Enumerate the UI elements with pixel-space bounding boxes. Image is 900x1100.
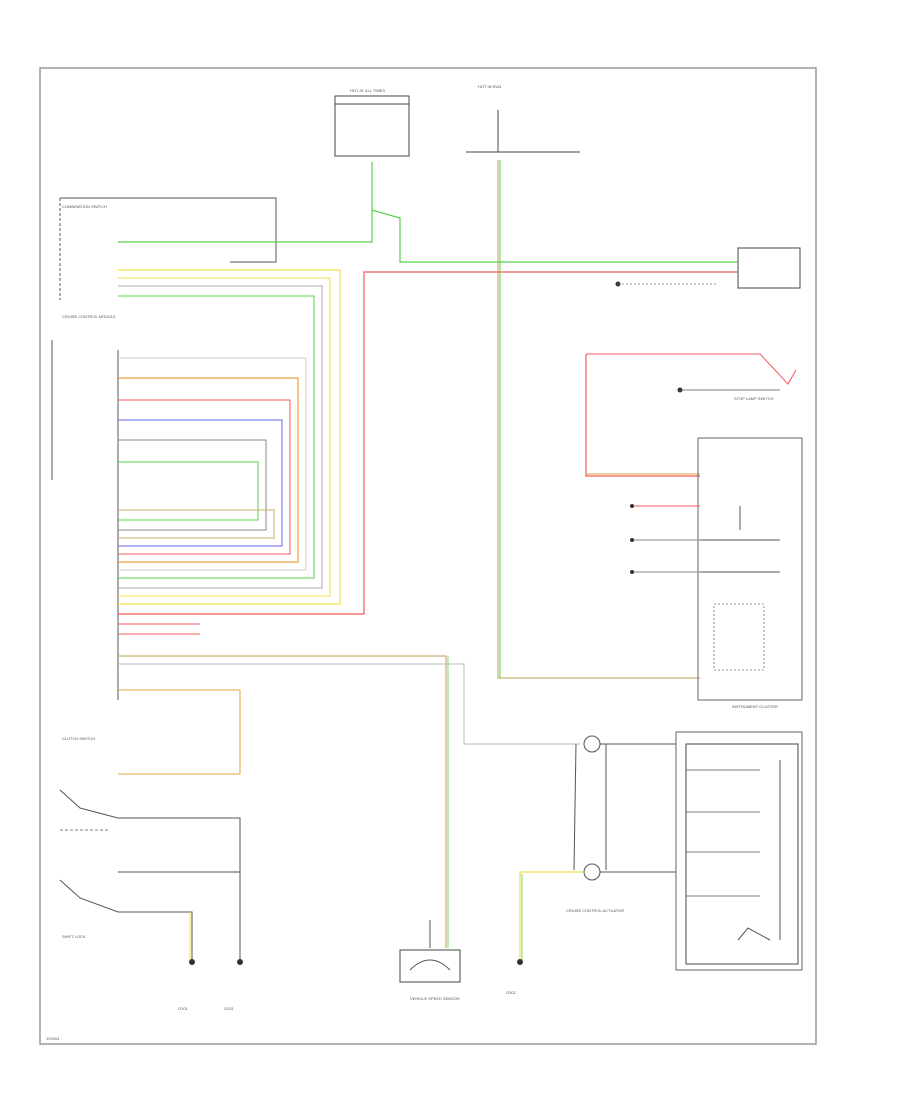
fuse-box-mid: HOT IN RUN	[466, 84, 580, 153]
fuse-box-left: HOT AT ALL TIMES	[334, 88, 410, 157]
ground-dot-upper	[615, 281, 716, 287]
stop-lamp-switch: STOP LAMP SWITCH	[585, 353, 797, 477]
wire-green-main	[118, 162, 716, 263]
actuator-motor-bottom: CRUISE CONTROL ACTUATOR	[517, 863, 676, 965]
actuator-motor-top	[573, 735, 676, 871]
wire-tan-2	[118, 509, 275, 539]
shift-lock-switch: SHIFT LOCK	[59, 879, 193, 960]
ground-g2-label: G201	[224, 1006, 235, 1011]
wire-green-3	[118, 461, 259, 521]
wire-yellow-2	[118, 277, 331, 597]
vehicle-speed-sensor: VEHICLE SPEED SENSOR	[399, 920, 461, 1001]
wire-gray-3	[118, 439, 267, 531]
wire-red-2	[118, 399, 291, 555]
right-component-box	[716, 247, 801, 289]
diagram-frame	[39, 67, 817, 1045]
ground-g2: G201	[224, 872, 243, 1011]
wire-yellow-1	[118, 269, 341, 605]
footer-code: 120904	[46, 1036, 60, 1041]
instrument-cluster-box: INSTRUMENT CLUSTER	[697, 437, 803, 709]
fuse-box-mid-label: HOT IN RUN	[478, 84, 501, 89]
wire-gray-1	[118, 285, 323, 589]
instrument-cluster-label: INSTRUMENT CLUSTER	[732, 704, 778, 709]
shift-lock-label: SHIFT LOCK	[62, 934, 86, 939]
brake-switch-lower: CLUTCH SWITCH	[59, 736, 241, 873]
actuator-label: CRUISE CONTROL ACTUATOR	[566, 908, 624, 913]
stop-lamp-switch-label: STOP LAMP SWITCH	[734, 396, 774, 401]
cruise-module-block: CRUISE CONTROL MODULE	[51, 314, 119, 700]
ground-g3: G302	[506, 990, 517, 995]
wire-pink-stubs	[118, 623, 200, 635]
cluster-input-wires	[630, 504, 700, 574]
cruise-module-label: CRUISE CONTROL MODULE	[62, 314, 116, 319]
combination-switch-label: COMBINATION SWITCH	[62, 204, 107, 209]
wire-red-main	[118, 271, 716, 615]
wire-gray-2	[118, 357, 307, 571]
ground-g1-label: G101	[178, 1006, 189, 1011]
fuse-box-left-label: HOT AT ALL TIMES	[350, 88, 385, 93]
ground-g3-label: G302	[506, 990, 517, 995]
wire-orange-1	[118, 377, 299, 563]
clutch-switch-label: CLUTCH SWITCH	[62, 736, 95, 741]
wire-tan-vss	[118, 655, 449, 948]
ground-g1: G101	[178, 959, 195, 1011]
wire-orange-2	[118, 689, 241, 775]
combination-switch-top: COMBINATION SWITCH	[59, 197, 277, 300]
wire-tan-vertical	[497, 160, 700, 679]
cruise-switch-box	[675, 731, 803, 971]
wire-gray-actuator	[118, 663, 580, 745]
wire-green-2	[118, 295, 315, 579]
vss-label: VEHICLE SPEED SENSOR	[410, 996, 460, 1001]
wire-blue	[118, 419, 283, 547]
